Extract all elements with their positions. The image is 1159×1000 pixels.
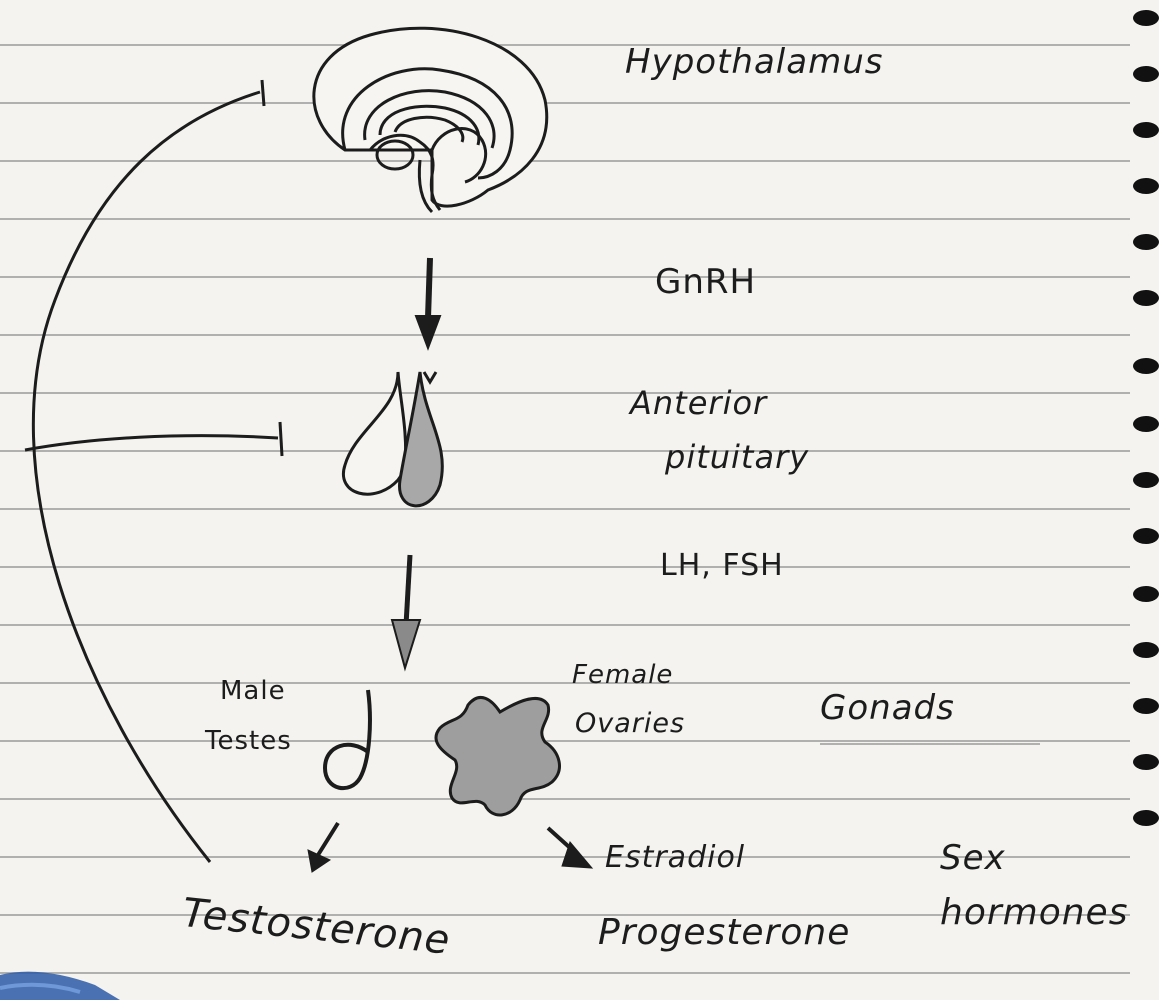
- label-hypothalamus: Hypothalamus: [625, 42, 883, 82]
- ovary-icon: [436, 697, 559, 815]
- arrow-to-estradiol: [548, 828, 592, 868]
- label-anterior: Anterior: [630, 384, 767, 422]
- brain-icon: [314, 28, 547, 212]
- label-male: Male: [220, 676, 286, 706]
- label-pituitary: pituitary: [665, 438, 809, 476]
- label-gonads: Gonads: [820, 688, 955, 728]
- testis-icon: [325, 690, 370, 788]
- label-testes: Testes: [205, 726, 292, 756]
- label-hormones: hormones: [940, 892, 1128, 933]
- ruled-lines: [0, 45, 1130, 973]
- label-lh-fsh: LH, FSH: [660, 548, 784, 583]
- label-ovaries: Ovaries: [575, 708, 685, 739]
- arrow-down-2: [392, 555, 420, 668]
- label-female: Female: [572, 660, 673, 690]
- label-sex: Sex: [940, 838, 1006, 878]
- label-progesterone: Progesterone: [598, 912, 850, 953]
- label-estradiol: Estradiol: [605, 840, 745, 875]
- label-gnrh: GnRH: [655, 262, 756, 302]
- spiral-binding: [1133, 10, 1159, 826]
- arrow-to-testosterone: [308, 823, 338, 872]
